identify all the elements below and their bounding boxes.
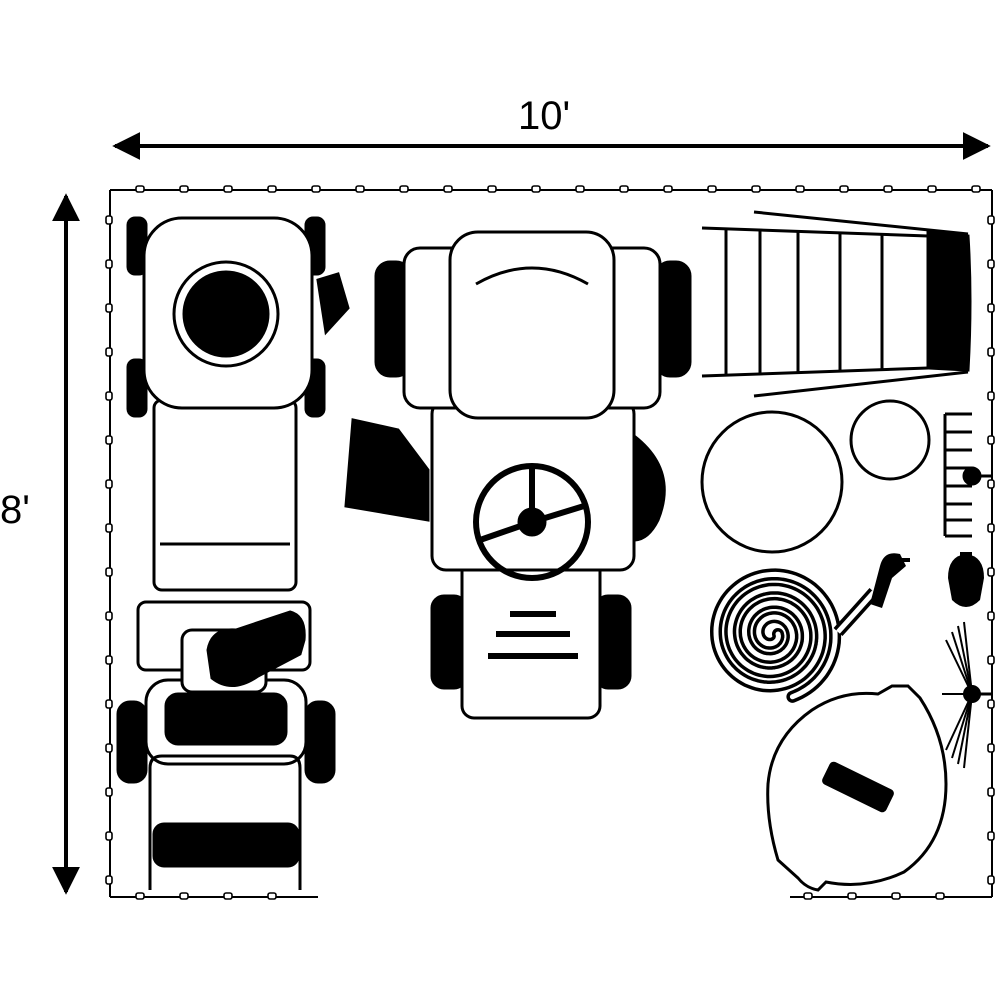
round-object-large — [700, 410, 844, 554]
tile-notch — [891, 892, 901, 900]
tile-notch — [223, 185, 233, 193]
tile-notch — [355, 185, 365, 193]
garden-hose — [709, 568, 879, 703]
push-mower — [126, 216, 350, 592]
tile-notch — [987, 655, 995, 665]
tile-notch — [987, 479, 995, 489]
ladder — [701, 210, 972, 398]
tile-notch — [105, 699, 113, 709]
broom — [942, 621, 992, 769]
tile-notch — [971, 185, 981, 193]
round-object-small — [849, 399, 931, 481]
tile-notch — [751, 185, 761, 193]
tile-notch — [105, 347, 113, 357]
tile-notch — [987, 259, 995, 269]
tile-notch — [663, 185, 673, 193]
tile-notch — [105, 611, 113, 621]
tile-notch — [987, 699, 995, 709]
tile-notch — [105, 831, 113, 841]
rake-head — [943, 412, 992, 538]
tile-notch — [927, 185, 937, 193]
tile-notch — [803, 892, 813, 900]
tile-notch — [135, 185, 145, 193]
width-dimension-label: 10' — [518, 94, 571, 138]
tile-notch — [795, 185, 805, 193]
tile-notch — [179, 892, 189, 900]
tile-notch — [105, 875, 113, 885]
tile-notch — [443, 185, 453, 193]
tile-notch — [987, 743, 995, 753]
tile-notch — [267, 892, 277, 900]
tile-notch — [619, 185, 629, 193]
tile-notch — [223, 892, 233, 900]
tile-notch — [531, 185, 541, 193]
tile-notch — [987, 875, 995, 885]
tile-notch — [105, 435, 113, 445]
floor-tile-edges — [105, 185, 995, 900]
tile-notch — [267, 185, 277, 193]
height-dimension-label: 8' — [0, 488, 30, 532]
hose-nozzle — [870, 553, 910, 608]
tile-notch — [575, 185, 585, 193]
tile-notch — [883, 185, 893, 193]
tile-notch — [135, 892, 145, 900]
tile-notch — [987, 787, 995, 797]
wheelbarrow — [116, 600, 336, 890]
tile-notch — [707, 185, 717, 193]
tile-notch — [839, 185, 849, 193]
sprayer-head — [948, 552, 984, 607]
tile-notch — [105, 215, 113, 225]
tile-notch — [987, 611, 995, 621]
tile-notch — [105, 303, 113, 313]
tile-notch — [987, 215, 995, 225]
tile-notch — [105, 391, 113, 401]
tile-notch — [987, 303, 995, 313]
tile-notch — [105, 479, 113, 489]
tile-notch — [987, 567, 995, 577]
garden-cart — [766, 684, 948, 892]
tile-notch — [987, 391, 995, 401]
tile-notch — [105, 743, 113, 753]
tile-notch — [179, 185, 189, 193]
tile-notch — [311, 185, 321, 193]
tile-notch — [105, 259, 113, 269]
riding-mower — [344, 230, 692, 720]
tile-notch — [935, 892, 945, 900]
tile-notch — [105, 523, 113, 533]
tile-notch — [105, 787, 113, 797]
tile-notch — [105, 567, 113, 577]
tile-notch — [847, 892, 857, 900]
tile-notch — [105, 655, 113, 665]
tile-notch — [987, 831, 995, 841]
tile-notch — [399, 185, 409, 193]
tile-notch — [987, 523, 995, 533]
tile-notch — [987, 435, 995, 445]
tile-notch — [487, 185, 497, 193]
tile-notch — [987, 347, 995, 357]
